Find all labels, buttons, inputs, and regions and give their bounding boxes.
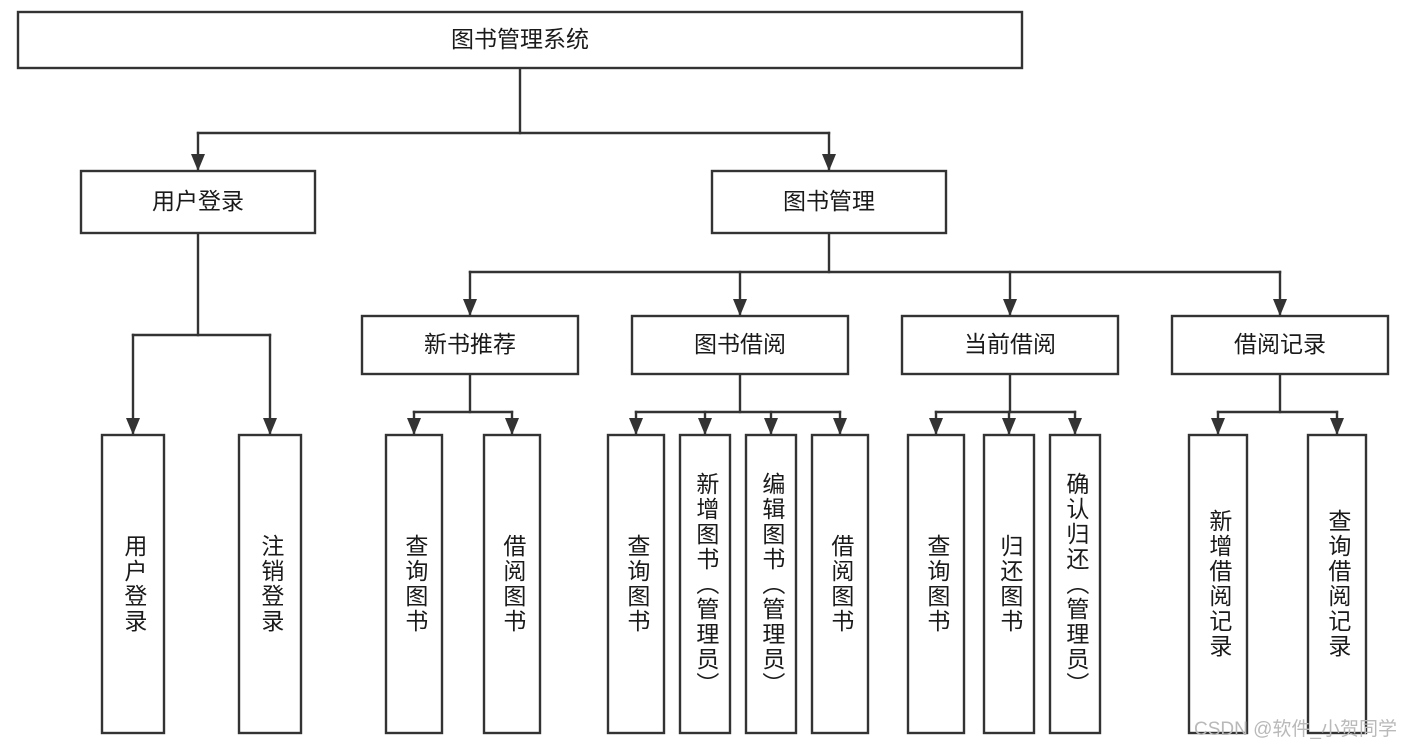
node-box-leaf-borrow-book-2[interactable] <box>810 433 870 735</box>
node-box-leaf-user-login[interactable] <box>100 433 166 735</box>
book-borrow-arrow-0 <box>629 418 643 435</box>
user-login-arrow-1 <box>263 418 277 435</box>
node-box-leaf-query-book-3[interactable] <box>906 433 966 735</box>
book-borrow-arrow-1 <box>698 418 712 435</box>
node-box-leaf-return-book[interactable] <box>982 433 1036 735</box>
node-box-book-manage[interactable] <box>710 169 948 235</box>
node-box-leaf-confirm-return[interactable] <box>1048 433 1102 735</box>
node-box-leaf-query-book-2[interactable] <box>606 433 666 735</box>
node-box-current-borrow[interactable] <box>900 314 1120 376</box>
node-box-leaf-borrow-book-1[interactable] <box>482 433 542 735</box>
new-book-recommend-arrow-1 <box>505 418 519 435</box>
borrow-record-arrow-1 <box>1330 418 1344 435</box>
book-manage-arrow-1 <box>733 299 747 316</box>
book-borrow-arrow-3 <box>833 418 847 435</box>
node-box-leaf-add-book[interactable] <box>678 433 732 735</box>
node-label-current-borrow: 当前借阅 <box>964 331 1056 357</box>
node-box-leaf-query-record[interactable] <box>1306 433 1368 735</box>
node-box-leaf-add-record[interactable] <box>1187 433 1249 735</box>
node-box-leaf-logout[interactable] <box>237 433 303 735</box>
node-box-leaf-edit-book[interactable] <box>744 433 798 735</box>
node-box-user-login[interactable] <box>79 169 317 235</box>
csdn-watermark: CSDN @软件_小贺同学 <box>1194 719 1397 740</box>
connector-lines <box>126 66 1344 436</box>
node-label-book-manage: 图书管理 <box>783 188 875 214</box>
current-borrow-arrow-2 <box>1068 418 1082 435</box>
user-login-arrow-0 <box>126 418 140 435</box>
node-label-borrow-record: 借阅记录 <box>1234 331 1326 357</box>
node-label-user-login: 用户登录 <box>152 188 244 214</box>
book-manage-arrow-3 <box>1273 299 1287 316</box>
node-label-new-book-recommend: 新书推荐 <box>424 331 516 357</box>
node-box-root[interactable] <box>16 10 1024 70</box>
book-borrow-arrow-2 <box>764 418 778 435</box>
node-box-leaf-query-book-1[interactable] <box>384 433 444 735</box>
current-borrow-arrow-0 <box>929 418 943 435</box>
new-book-recommend-arrow-0 <box>407 418 421 435</box>
book-manage-arrow-0 <box>463 299 477 316</box>
root-arrow-0 <box>191 154 205 171</box>
node-label-book-borrow: 图书借阅 <box>694 331 786 357</box>
book-manage-arrow-2 <box>1003 299 1017 316</box>
node-box-book-borrow[interactable] <box>630 314 850 376</box>
root-arrow-1 <box>822 154 836 171</box>
node-box-borrow-record[interactable] <box>1170 314 1390 376</box>
node-boxes <box>16 10 1390 735</box>
current-borrow-arrow-1 <box>1002 418 1016 435</box>
borrow-record-arrow-0 <box>1211 418 1225 435</box>
node-label-root: 图书管理系统 <box>451 26 589 52</box>
node-box-new-book-recommend[interactable] <box>360 314 580 376</box>
